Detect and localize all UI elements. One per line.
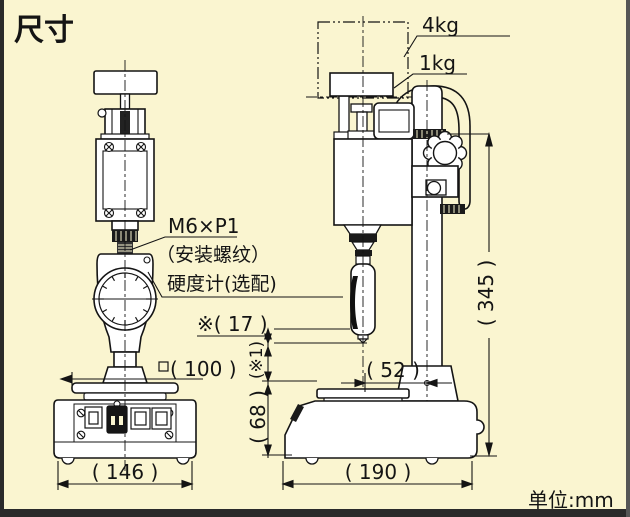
front-top-knob (93, 70, 158, 95)
outlet-sockets (130, 407, 172, 430)
dim-base-depth (281, 461, 474, 490)
flower-knob (422, 130, 468, 176)
side-base (284, 400, 485, 465)
dim-table-size (59, 361, 203, 386)
label-durometer: 硬度计(选配) (167, 273, 277, 295)
dim-100-text: ( 100 ) (170, 357, 237, 381)
unit-label: 单位:mm (528, 488, 614, 512)
dim-base-width (56, 461, 194, 490)
clamp-lever-knob (426, 180, 442, 196)
page-title: 尺寸 (14, 13, 74, 48)
dim-gap-text: (※1) (247, 341, 267, 379)
dim-spindle-offset (341, 373, 452, 392)
front-durometer (92, 253, 158, 353)
dim-190-text: ( 190 ) (345, 460, 412, 484)
side-head (329, 72, 415, 226)
dim-52-text: ( 52 ) (366, 358, 420, 382)
weight-1kg-block (329, 72, 394, 97)
drawing-text: 尺寸 单位:mm 4kg 1kg M6×P1 （安装螺纹） 硬度计(选配) ※(… (14, 13, 614, 512)
clamp-knobs (411, 129, 468, 214)
front-upper-bracket (97, 108, 150, 140)
leader-lines (129, 35, 510, 298)
label-4kg: 4kg (422, 13, 459, 37)
side-durometer (342, 224, 383, 344)
dim-68-text: ( 68 ) (246, 390, 270, 444)
dim-total-height (447, 131, 497, 458)
power-inlet (106, 400, 128, 434)
front-view (53, 60, 197, 472)
dim-chain (197, 327, 367, 458)
square-symbol (158, 361, 169, 372)
power-switch (84, 406, 103, 429)
side-table (316, 388, 410, 404)
dim-17-text: ※( 17 ) (197, 312, 268, 336)
label-thread: M6×P1 (168, 214, 240, 238)
side-main-body (333, 138, 413, 226)
dimension-lines (56, 35, 510, 490)
dim-146-text: ( 146 ) (92, 460, 159, 484)
side-view (284, 16, 485, 465)
label-1kg: 1kg (419, 51, 456, 75)
dim-345-text: ( 345 ) (474, 260, 498, 327)
label-thread-note: （安装螺纹） (156, 244, 270, 266)
